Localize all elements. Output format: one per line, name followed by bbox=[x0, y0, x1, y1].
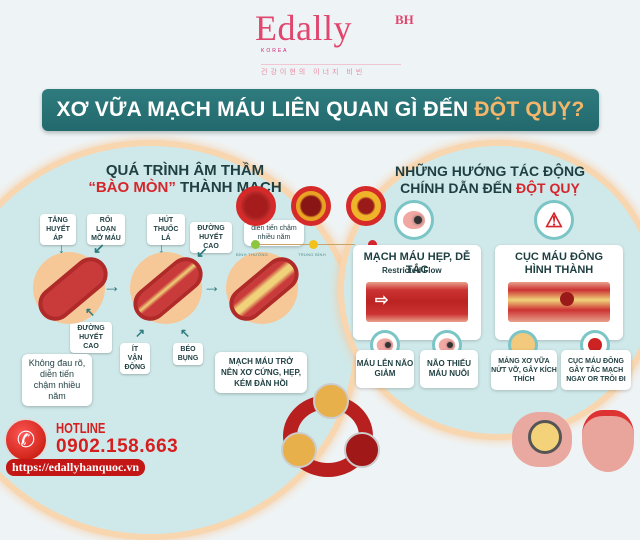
website-link[interactable]: https://edallyhanquoc.vn bbox=[6, 459, 146, 476]
flow-arrow-icon: ⇨ bbox=[375, 292, 389, 309]
severity-label-normal: BÌNH THƯỜNG bbox=[236, 252, 269, 257]
artery-severe-icon bbox=[346, 186, 386, 226]
brand-logo: Edally BH KOREA 건강이현의 이너지 비빈 bbox=[255, 8, 415, 78]
right-heading-line1: NHỮNG HƯỚNG TÁC ĐỘNG bbox=[395, 163, 585, 179]
brain-icon bbox=[394, 200, 434, 240]
outcome-plaque-rupture: MẢNG XƠ VỮA NỨT VỠ, GÂY KÍCH THÍCH bbox=[491, 350, 557, 390]
hotline-label: HOTLINE bbox=[56, 420, 106, 437]
brand-country: KOREA bbox=[261, 48, 289, 54]
right-heading-line2: CHÍNH DẪN ĐẾN ĐỘT QUỴ bbox=[380, 180, 600, 197]
tag-belly-fat: BÉO BỤNG bbox=[173, 343, 203, 365]
tag-high-blood-sugar-2: ĐƯỜNG HUYẾT CAO bbox=[70, 322, 112, 353]
tag-high-blood-sugar-1: ĐƯỜNG HUYẾT CAO bbox=[190, 222, 232, 253]
left-heading-quote: “BÀO MÒN” bbox=[88, 179, 176, 196]
severity-dot-normal bbox=[251, 240, 260, 249]
left-heading-line1: QUÁ TRÌNH ÂM THẦM bbox=[105, 162, 265, 179]
phone-icon[interactable]: ✆ bbox=[4, 418, 48, 462]
right-heading-text: CHÍNH DẪN ĐẾN bbox=[400, 180, 513, 196]
artery-narrow-illustration bbox=[366, 282, 468, 322]
brand-superscript: BH bbox=[395, 12, 414, 27]
artery-clot-illustration bbox=[508, 282, 610, 322]
severity-dot-moderate bbox=[309, 240, 318, 249]
panel-narrow-vessel-title: MẠCH MÁU HẸP, DỄ TẮC bbox=[363, 251, 471, 276]
outcome-brain-ischemia: NÃO THIẾU MÁU NUÔI bbox=[420, 350, 478, 388]
tag-smoking: HÚT THUỐC LÁ bbox=[147, 214, 185, 245]
magnifier-icon bbox=[528, 420, 562, 454]
tag-low-activity: ÍT VẬN ĐỘNG bbox=[120, 343, 150, 374]
outcome-reduced-blood-flow: MÁU LÊN NÃO GIẢM bbox=[356, 350, 414, 388]
tag-hypertension: TĂNG HUYẾT ÁP bbox=[40, 214, 76, 245]
artery-moderate-icon bbox=[291, 186, 331, 226]
arrow-icon: ↖ bbox=[180, 326, 191, 340]
arrow-icon: ↙ bbox=[196, 244, 208, 260]
artery-normal-icon bbox=[236, 186, 276, 226]
outcome-clot-blockage: CỤC MÁU ĐÔNG GÂY TẮC MẠCH NGAY OR TRÔI Đ… bbox=[561, 350, 631, 390]
panel-clot-title-1: CỤC MÁU ĐÔNG bbox=[515, 251, 603, 263]
warning-icon: ⚠ bbox=[534, 200, 574, 240]
restricted-flow-caption: Restricted Flow bbox=[382, 266, 442, 275]
right-heading-highlight: ĐỘT QUỴ bbox=[516, 180, 580, 196]
tag-dyslipidemia: RỐI LOẠN MỠ MÁU bbox=[87, 214, 125, 245]
brand-tagline: 건강이현의 이너지 비빈 bbox=[261, 64, 401, 77]
plaque-zoom-icon bbox=[344, 432, 380, 468]
brand-name: Edally bbox=[255, 8, 352, 48]
arrow-icon: ↓ bbox=[58, 240, 65, 256]
clot-icon bbox=[560, 292, 574, 306]
severity-label-moderate: TRUNG BÌNH bbox=[298, 252, 326, 257]
severity-dot-severe bbox=[368, 240, 377, 249]
arrow-icon: ↗ bbox=[135, 326, 146, 340]
plaque-zoom-icon bbox=[281, 432, 317, 468]
note-slow-progress: Không đau rõ, diễn tiến chậm nhiều năm bbox=[22, 354, 92, 406]
plaque-zoom-icon bbox=[313, 383, 349, 419]
title-banner: XƠ VỮA MẠCH MÁU LIÊN QUAN GÌ ĐẾN ĐỘT QUỴ… bbox=[42, 89, 599, 131]
banner-highlight: ĐỘT QUỴ? bbox=[474, 98, 585, 121]
heart-icon bbox=[582, 410, 634, 472]
hotline-number[interactable]: 0902.158.663 bbox=[56, 436, 179, 457]
arrow-icon: ↖ bbox=[85, 305, 96, 319]
banner-title: XƠ VỮA MẠCH MÁU LIÊN QUAN GÌ ĐẾN bbox=[56, 98, 469, 121]
severity-line bbox=[255, 244, 355, 245]
arrow-right-icon: → bbox=[203, 276, 221, 296]
arrow-icon: ↓ bbox=[158, 240, 165, 256]
note-vessel-hardening: MẠCH MÁU TRỞ NÊN XƠ CỨNG, HẸP, KÉM ĐÀN H… bbox=[215, 352, 307, 393]
right-heading: NHỮNG HƯỚNG TÁC ĐỘNG CHÍNH DẪN ĐẾN ĐỘT Q… bbox=[380, 163, 600, 197]
arrow-icon: ↙ bbox=[93, 240, 105, 256]
arrow-right-icon: → bbox=[103, 276, 121, 296]
panel-clot-title-2: HÌNH THÀNH bbox=[524, 264, 594, 276]
